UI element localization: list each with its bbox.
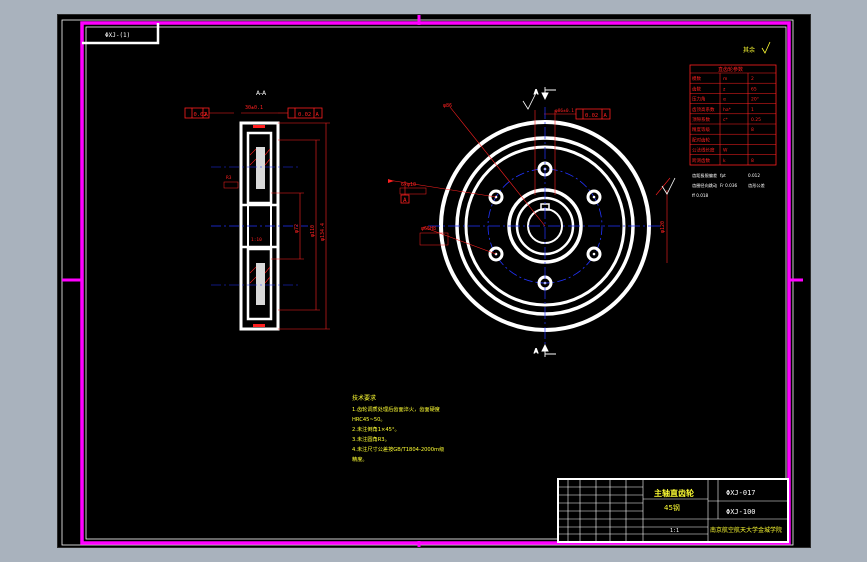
sheet-border	[61, 19, 794, 546]
param-symbol: W	[723, 148, 728, 154]
svg-text:1:10: 1:10	[251, 237, 262, 243]
school-name: 南京航空航天大学金城学院	[710, 526, 782, 534]
param-value: 8	[751, 127, 754, 133]
tol-left-value: 0.02	[194, 112, 207, 118]
tech-line: 3.未注圆角R3。	[352, 435, 390, 443]
param-symbol: z	[723, 87, 726, 92]
svg-text:R3: R3	[226, 175, 232, 181]
tol-top-datum: A	[604, 113, 608, 119]
drawing-number: ΦXJ-017	[726, 489, 756, 497]
param-symbol: m	[723, 77, 727, 82]
tol-right-value: 0.02	[298, 112, 311, 118]
dim-dia-c: φ134.4	[320, 223, 326, 241]
gear-parameter-table: 直齿轮参数 模数 m 2 齿数 z 65 压力角 α 20° 齿顶高系数 ha* 1 顶隙系数 c* 0.2…	[689, 64, 777, 198]
param-name: 跨测齿数	[692, 157, 710, 164]
param-value: 65	[751, 86, 757, 92]
param-note: fpt	[720, 173, 726, 178]
section-label: A-A	[256, 90, 267, 97]
param-name: 精度等级	[692, 126, 710, 133]
dim-bore: φ65H8	[421, 226, 436, 232]
param-name: 齿数	[692, 85, 701, 92]
scale: 1:1	[670, 528, 679, 534]
svg-text:A: A	[534, 348, 539, 355]
dim-width-top: 30±0.1	[245, 105, 263, 111]
param-name: 公法线长度	[692, 147, 715, 154]
tech-line: 精度。	[352, 455, 368, 463]
tech-line: HRC45~50。	[352, 417, 386, 423]
param-name: 齿顶高系数	[692, 106, 715, 113]
drawing-frame	[80, 21, 791, 545]
param-symbol: k	[723, 158, 726, 164]
drawing-viewport[interactable]: ΦXJ-(1) A-A 0.02 A 30±0.1 0.02 A	[57, 14, 811, 548]
tol-right-datum: A	[316, 112, 320, 118]
param-value: 1	[751, 107, 754, 113]
tech-line: 4.未注尺寸公差按GB/T1804-2000m级	[352, 445, 444, 453]
dim-dia-a: φ72	[294, 224, 300, 233]
corner-label: ΦXJ-(1)	[105, 32, 130, 39]
param-note: 齿圈径向跳动	[692, 182, 717, 189]
roughness-note: 其余	[743, 46, 755, 54]
param-value: 2	[751, 76, 754, 82]
svg-text:A: A	[534, 89, 539, 96]
param-note: ff 0.018	[692, 193, 709, 198]
svg-text:φ86±0.1: φ86±0.1	[555, 108, 574, 114]
tol-top-value: 0.02	[585, 113, 598, 119]
dim-pcd: φ86	[443, 103, 452, 109]
tech-title: 技术要求	[352, 394, 376, 402]
tol-left-datum: A	[205, 112, 209, 118]
param-symbol: ha*	[723, 107, 732, 113]
title-block: 主轴直齿轮 45钢 ΦXJ-017 ΦXJ-100 南京航空航天大学金城学院 1…	[557, 478, 789, 543]
param-name: 压力角	[692, 96, 706, 103]
inner-frame	[85, 26, 787, 540]
param-symbol: c*	[723, 117, 728, 123]
param-name: 模数	[692, 75, 701, 82]
param-name: 配对齿轮	[692, 136, 710, 143]
tech-line: 1.齿轮调质处理后齿面淬火，齿面硬度	[352, 405, 440, 413]
param-value: 20°	[751, 97, 759, 103]
param-note: 齿距极限偏差	[692, 172, 717, 179]
param-value: 0.25	[751, 117, 761, 123]
front-view: 0.02 A φ86±0.1 A A	[387, 87, 676, 357]
param-symbol: α	[723, 98, 726, 103]
param-table-title: 直齿轮参数	[718, 66, 743, 73]
material: 45钢	[664, 503, 680, 512]
datum-label: A	[403, 197, 407, 204]
dim-dia-b: φ110	[310, 225, 316, 237]
cad-drawing: ΦXJ-(1) A-A 0.02 A 30±0.1 0.02 A	[61, 15, 803, 547]
param-value: 8	[751, 158, 754, 164]
assembly-number: ΦXJ-100	[726, 508, 756, 516]
param-name: 顶隙系数	[692, 116, 710, 123]
technical-requirements: 技术要求 1.齿轮调质处理后齿面淬火，齿面硬度 HRC45~50。 2.未注倒角1×…	[352, 394, 444, 463]
param-note: 齿形公差	[748, 182, 765, 189]
param-note: Fr 0.036	[720, 183, 737, 188]
tech-line: 2.未注倒角1×45°。	[352, 425, 400, 433]
dim-hole: 6×φ10	[401, 182, 416, 188]
dim-right-dia: φ120	[660, 221, 666, 233]
part-name: 主轴直齿轮	[654, 488, 694, 498]
section-view: A-A 0.02 A 30±0.1 0.02 A	[184, 90, 330, 331]
param-note: 0.012	[748, 173, 760, 178]
